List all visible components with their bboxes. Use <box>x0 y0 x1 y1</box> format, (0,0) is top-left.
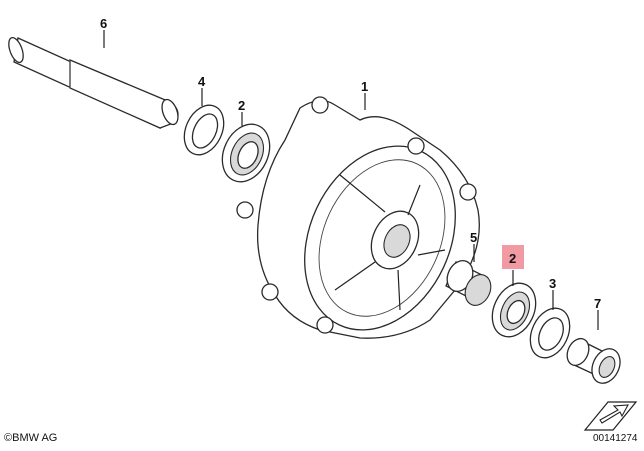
callout-3[interactable]: 3 <box>549 276 556 291</box>
document-number: 00141274 <box>593 433 638 444</box>
part-1-wheel-hub[interactable] <box>236 96 484 355</box>
arrow-icon <box>583 401 638 431</box>
callout-6[interactable]: 6 <box>100 16 107 31</box>
callout-1[interactable]: 1 <box>361 79 368 94</box>
callout-2-highlight <box>502 245 524 269</box>
part-4-seal-ring[interactable] <box>177 99 232 161</box>
part-6-axle-shaft[interactable] <box>6 36 181 130</box>
callout-5[interactable]: 5 <box>470 230 477 245</box>
part-2-bearing-lower[interactable] <box>484 276 544 344</box>
copyright-text: BMW AG <box>12 432 58 444</box>
copyright-symbol: © <box>4 432 13 444</box>
part-7-bushing[interactable] <box>563 335 625 388</box>
callout-2-lower[interactable]: 2 <box>509 251 516 266</box>
part-3-seal-ring[interactable] <box>523 302 578 364</box>
part-2-bearing-upper[interactable] <box>213 117 278 190</box>
callout-4[interactable]: 4 <box>198 74 206 89</box>
callout-7[interactable]: 7 <box>594 296 601 311</box>
copyright-notice: ©BMW AG <box>4 432 57 444</box>
callout-2-upper[interactable]: 2 <box>238 98 245 113</box>
part-5-spacer-sleeve[interactable] <box>442 256 495 309</box>
leader-lines <box>103 30 599 330</box>
